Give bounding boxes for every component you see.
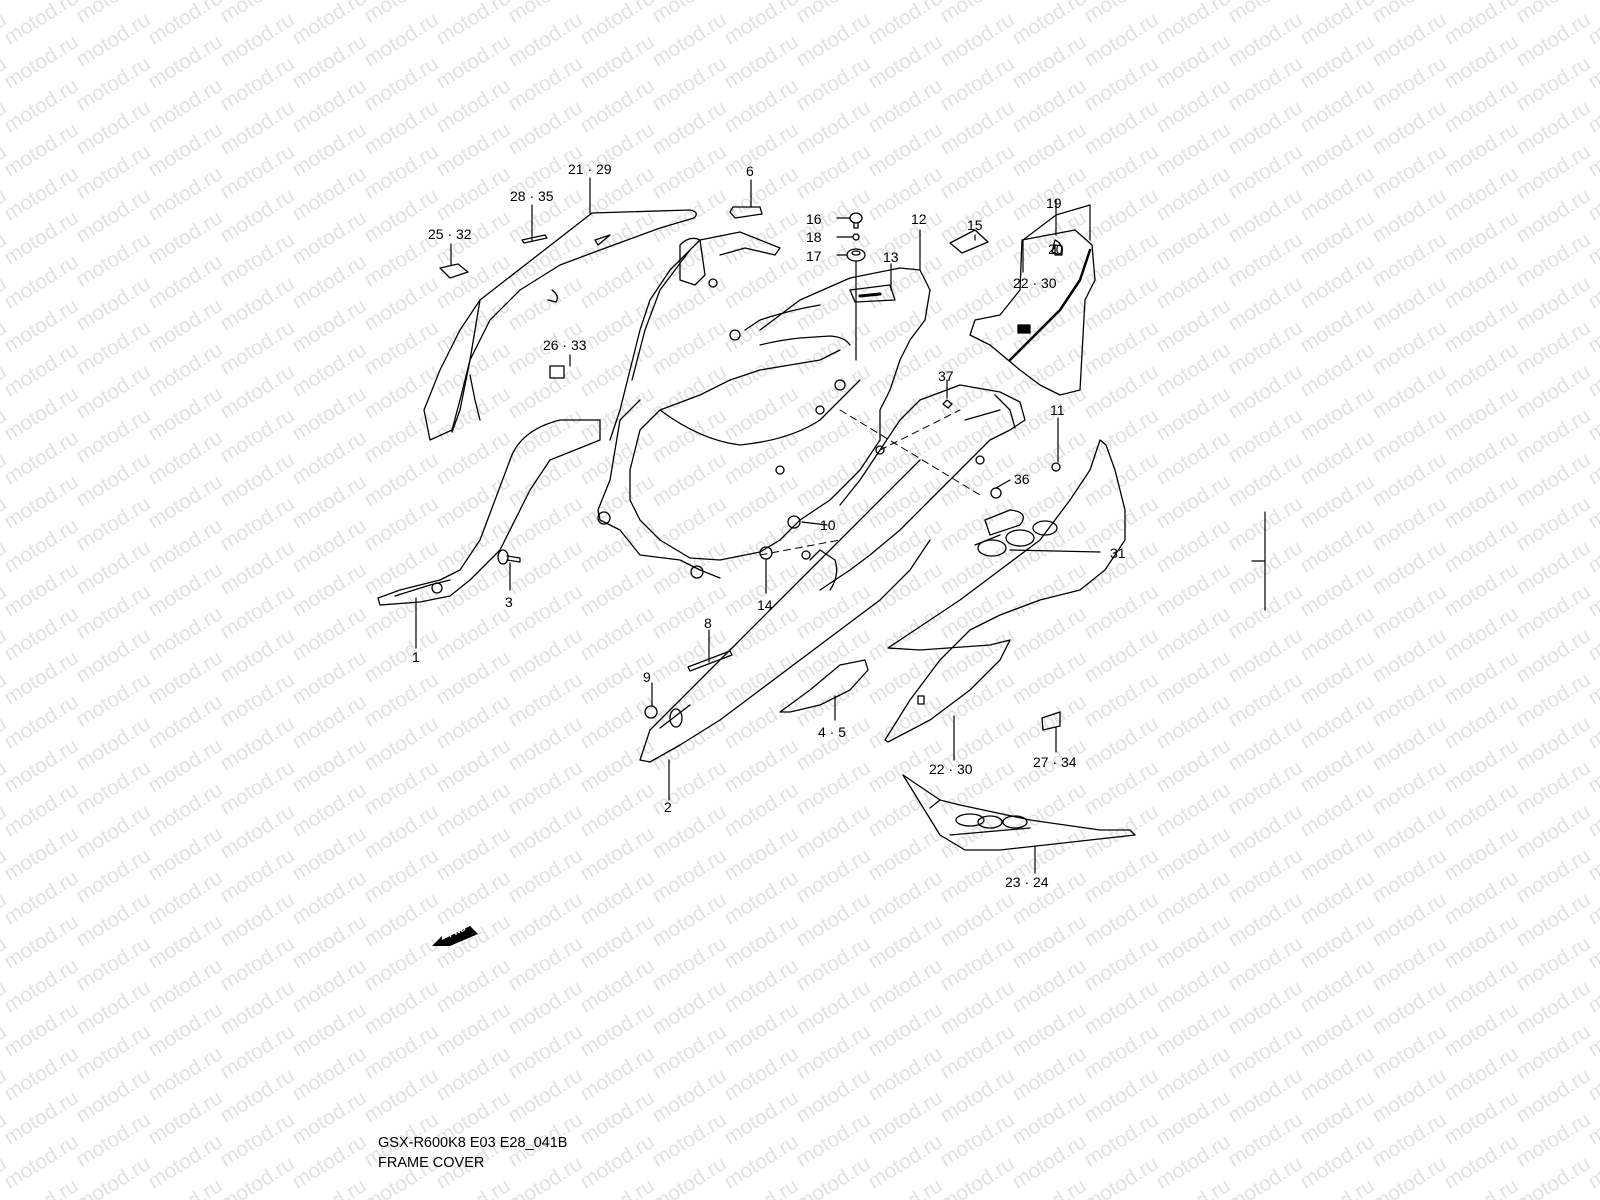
callout-14: 15 xyxy=(967,217,983,233)
seat-tail-center-part xyxy=(629,267,931,561)
callout-25-32: 25 · 32 xyxy=(428,226,472,242)
callout-23-24: 23 · 24 xyxy=(1005,874,1049,890)
callout-2: 2 xyxy=(664,799,672,815)
callout-31: 31 xyxy=(1110,545,1126,561)
small-fasteners xyxy=(439,206,1063,731)
rear-undertray-part xyxy=(969,229,1096,396)
right-rail-undertray-part xyxy=(819,384,1026,591)
callout-28-35: 28 · 35 xyxy=(510,188,554,204)
forward-arrow-icon: FWD xyxy=(432,924,480,946)
right-side-cover-part xyxy=(884,439,1126,743)
callout-6: 6 xyxy=(746,163,754,179)
callout-19: 20 xyxy=(1048,241,1064,257)
callout-leader-lines xyxy=(415,177,1266,874)
callout-21-29: 21 · 29 xyxy=(568,161,612,177)
callout-16: 17 xyxy=(806,248,822,264)
callout-4-5: 4 · 5 xyxy=(818,724,847,740)
callout-3: 3 xyxy=(505,594,513,610)
dashed-alignment-lines xyxy=(759,409,981,556)
tail-bracket-frame-part xyxy=(597,231,781,579)
callout-27-34: 27 · 34 xyxy=(1033,754,1077,770)
callout-15: 16 xyxy=(806,211,822,227)
lower-side-decal-part xyxy=(902,774,1136,851)
callout-18: 19 xyxy=(1046,195,1062,211)
callout-36: 36 xyxy=(1014,471,1030,487)
callout-9: 10 xyxy=(820,517,836,533)
callout-11: 12 xyxy=(911,211,927,227)
callout-8: 9 xyxy=(643,669,651,685)
callout-13: 14 xyxy=(757,597,773,613)
callout-1: 1 xyxy=(412,649,420,665)
left-lower-rail-part xyxy=(377,419,601,606)
left-tail-cover-part xyxy=(423,209,697,441)
callout-20: 22 · 30 xyxy=(1013,275,1057,291)
callout-37: 37 xyxy=(938,368,954,384)
callout-26-33: 26 · 33 xyxy=(543,337,587,353)
callout-10: 11 xyxy=(1050,402,1065,418)
callout-22-30: 22 · 30 xyxy=(929,761,973,777)
diagram-model-code: GSX-R600K8 E03 E28_041B xyxy=(378,1135,568,1151)
callout-12: 13 xyxy=(883,249,899,265)
callout-7: 8 xyxy=(704,615,712,631)
diagram-title: FRAME COVER xyxy=(378,1155,485,1171)
right-lower-rail-part xyxy=(639,459,931,763)
callout-17: 18 xyxy=(806,229,822,245)
